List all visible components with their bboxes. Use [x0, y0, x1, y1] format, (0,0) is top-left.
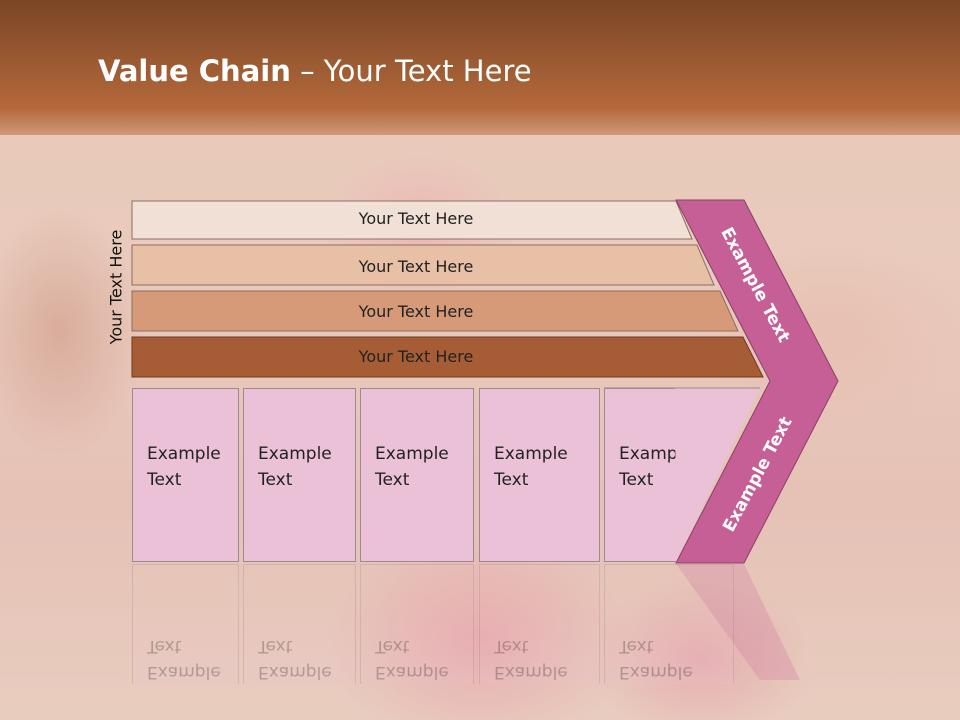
activity-cell-label: Example Text — [375, 444, 449, 490]
activity-cell-3[interactable]: Example Text — [360, 388, 474, 562]
cell-reflection: Example Text — [479, 564, 600, 684]
cell-reflection: Example Text — [243, 564, 356, 684]
cell-reflection: Example Text — [360, 564, 474, 684]
row-label-1: Your Text Here — [358, 209, 474, 228]
activity-cell-1[interactable]: Example Text — [132, 388, 239, 562]
row-label-4: Your Text Here — [358, 347, 474, 366]
row-label-3: Your Text Here — [358, 302, 474, 321]
activity-cell-label: Example Text — [147, 444, 221, 490]
title-bold: Value Chain — [98, 54, 291, 88]
slide-title: Value Chain – Your Text Here — [98, 54, 532, 88]
row-bar-2[interactable] — [131, 244, 715, 286]
activity-cell-4[interactable]: Example Text — [479, 388, 600, 562]
activity-cell-5[interactable]: Example Text — [604, 388, 693, 562]
row-bar-4[interactable] — [131, 336, 764, 378]
activity-cell-label: Example Text — [494, 444, 568, 490]
activity-cell-label: Example Text — [258, 444, 332, 490]
activity-cell-label: Example Text — [619, 444, 693, 490]
cell-reflection: Example Text — [132, 564, 239, 684]
activity-cell-2[interactable]: Example Text — [243, 388, 356, 562]
row-label-2: Your Text Here — [358, 257, 474, 276]
row-bar-3[interactable] — [131, 290, 739, 332]
title-banner — [0, 0, 960, 135]
chevron-reflection — [676, 564, 800, 680]
row-bar-1[interactable] — [131, 200, 693, 240]
cell-reflection: Example Text — [604, 564, 734, 684]
title-rest: – Your Text Here — [290, 54, 532, 88]
